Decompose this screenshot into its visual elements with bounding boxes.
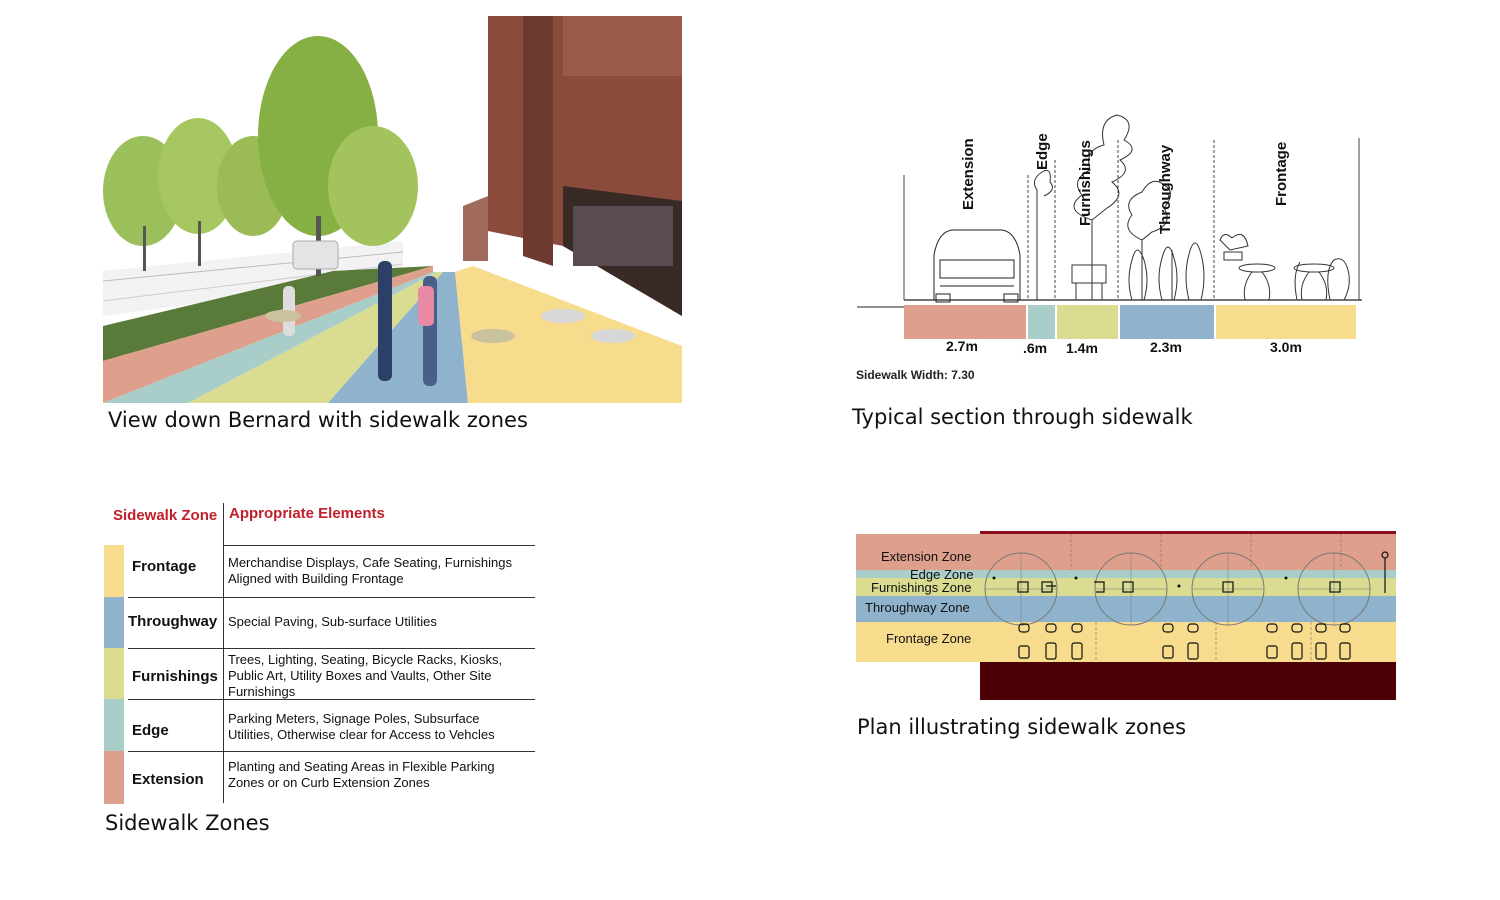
- zones-table-rule: [128, 648, 535, 649]
- plan-band-frontage: [856, 622, 1396, 662]
- plan-label-frontage: Frontage Zone: [886, 631, 972, 646]
- street-view-illustration: [102, 16, 682, 403]
- zone-name-throughway: Throughway: [128, 613, 218, 630]
- section-zone-edge: [1028, 305, 1055, 339]
- zones-table-header-zone: Sidewalk Zone: [113, 507, 218, 524]
- plan-label-furnishings: Furnishings Zone: [871, 580, 972, 595]
- zone-swatch-edge: [104, 699, 124, 751]
- zones-table-rule: [128, 597, 535, 598]
- section-drawing: [857, 114, 1362, 339]
- plan-caption: Plan illustrating sidewalk zones: [857, 715, 1187, 739]
- plan-band-furnishings: [856, 578, 1396, 596]
- section-zone-extension: [904, 305, 1026, 339]
- zones-table-column-divider: [223, 503, 224, 803]
- zone-elements-furnishings: Trees, Lighting, Seating, Bicycle Racks,…: [228, 652, 503, 699]
- plan-label-extension: Extension Zone: [881, 549, 972, 564]
- zone-elements-throughway: Special Paving, Sub-surface Utilities: [228, 614, 437, 629]
- zone-swatch-throughway: [104, 597, 124, 648]
- section-zone-frontage: [1216, 305, 1356, 339]
- plan-band-extension: [856, 534, 1396, 570]
- plan-drawing: [856, 531, 1396, 700]
- zones-table-rule: [223, 545, 535, 546]
- zone-name-furnishings: Furnishings: [132, 668, 218, 685]
- zone-name-edge: Edge: [132, 722, 169, 739]
- plan-band-edge: [856, 570, 1396, 578]
- section-label-furnishings: Furnishings: [1077, 140, 1094, 226]
- plan-band-throughway: [856, 596, 1396, 622]
- section-label-edge: Edge: [1034, 133, 1051, 170]
- zone-elements-extension: Planting and Seating Areas in Flexible P…: [228, 759, 495, 790]
- zone-elements-edge: Parking Meters, Signage Poles, Subsurfac…: [228, 711, 495, 742]
- section-dim-furnishings: 1.4m: [1066, 340, 1098, 356]
- section-label-extension: Extension: [960, 138, 977, 210]
- zone-name-frontage: Frontage: [132, 558, 197, 575]
- zones-table-rule: [128, 699, 535, 700]
- zone-elements-frontage: Merchandise Displays, Cafe Seating, Furn…: [228, 555, 512, 586]
- zones-table-header-elements: Appropriate Elements: [229, 505, 385, 522]
- zone-name-extension: Extension: [132, 771, 204, 788]
- section-label-frontage: Frontage: [1273, 141, 1290, 206]
- zones-table-rule: [128, 751, 535, 752]
- street-view-caption: View down Bernard with sidewalk zones: [108, 408, 528, 432]
- plan-label-throughway: Throughway Zone: [865, 600, 970, 615]
- section-dim-extension: 2.7m: [946, 338, 978, 354]
- plan-diagram: Extension Zone Edge Zone Furnishings Zon…: [856, 531, 1396, 701]
- zone-swatch-extension: [104, 751, 124, 804]
- plan-building-edge: [980, 662, 1396, 700]
- section-dim-frontage: 3.0m: [1270, 339, 1302, 355]
- section-total-width: Sidewalk Width: 7.30: [856, 368, 975, 382]
- section-label-throughway: Throughway: [1157, 144, 1174, 234]
- section-zone-throughway: [1120, 305, 1214, 339]
- section-zone-furnishings: [1057, 305, 1118, 339]
- section-dim-edge: .6m: [1023, 340, 1048, 356]
- zones-table: Sidewalk Zone Appropriate Elements Front…: [100, 495, 540, 810]
- zone-swatch-frontage: [104, 545, 124, 597]
- section-diagram: Extension Edge Furnishings Throughway Fr…: [852, 100, 1372, 390]
- zones-table-caption: Sidewalk Zones: [105, 811, 270, 835]
- section-dim-throughway: 2.3m: [1150, 339, 1182, 355]
- street-view-image: [102, 16, 682, 403]
- zone-swatch-furnishings: [104, 648, 124, 699]
- section-caption: Typical section through sidewalk: [852, 405, 1193, 429]
- plan-label-edge: Edge Zone: [910, 567, 974, 582]
